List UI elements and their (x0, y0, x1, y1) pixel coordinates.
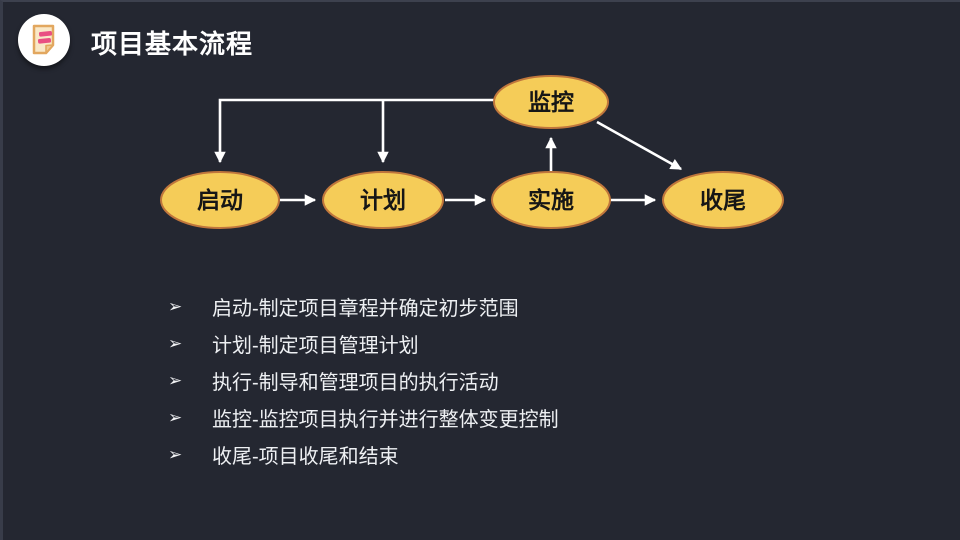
bullet-text: 收尾-项目收尾和结束 (212, 446, 399, 468)
page-title: 项目基本流程 (91, 29, 254, 59)
flowchart-diagram: 监控 启动 计划 实施 收尾 (160, 75, 784, 229)
bullet-arrow-icon: ➢ (168, 407, 183, 427)
node-implement (491, 171, 611, 229)
list-item: ➢ 启动-制定项目章程并确定初步范围 (168, 288, 559, 325)
bullet-list: ➢ 启动-制定项目章程并确定初步范围 ➢ 计划-制定项目管理计划 ➢ 执行-制导… (168, 288, 559, 473)
node-monitor (493, 75, 609, 129)
list-item: ➢ 计划-制定项目管理计划 (168, 325, 559, 362)
node-plan-label: 计划 (360, 187, 406, 213)
bullet-text: 启动-制定项目章程并确定初步范围 (212, 298, 519, 320)
bullet-arrow-icon: ➢ (168, 444, 183, 464)
document-icon (32, 24, 55, 55)
flowchart-node-labels: 监控 启动 计划 实施 收尾 (197, 89, 746, 213)
bullet-arrow-icon: ➢ (168, 333, 183, 353)
node-close-label: 收尾 (700, 187, 746, 213)
node-initiate (160, 171, 280, 229)
edge-monitor-to-close (596, 120, 683, 171)
node-plan (322, 171, 444, 229)
bullet-text: 监控-监控项目执行并进行整体变更控制 (212, 409, 559, 431)
node-monitor-label: 监控 (528, 89, 574, 115)
bullet-text: 执行-制导和管理项目的执行活动 (212, 372, 499, 394)
bullet-text: 计划-制定项目管理计划 (212, 335, 419, 357)
node-close (662, 171, 784, 229)
flowchart-nodes (160, 75, 784, 229)
edge-monitor-to-initiate (214, 98, 494, 164)
list-item: ➢ 收尾-项目收尾和结束 (168, 436, 559, 473)
flowchart-arrows (214, 98, 683, 206)
bullet-arrow-icon: ➢ (168, 370, 183, 390)
node-implement-label: 实施 (528, 187, 574, 213)
node-initiate-label: 启动 (197, 187, 243, 213)
list-item: ➢ 监控-监控项目执行并进行整体变更控制 (168, 399, 559, 436)
list-item: ➢ 执行-制导和管理项目的执行活动 (168, 362, 559, 399)
logo-badge (18, 14, 70, 66)
bullet-arrow-icon: ➢ (168, 296, 183, 316)
